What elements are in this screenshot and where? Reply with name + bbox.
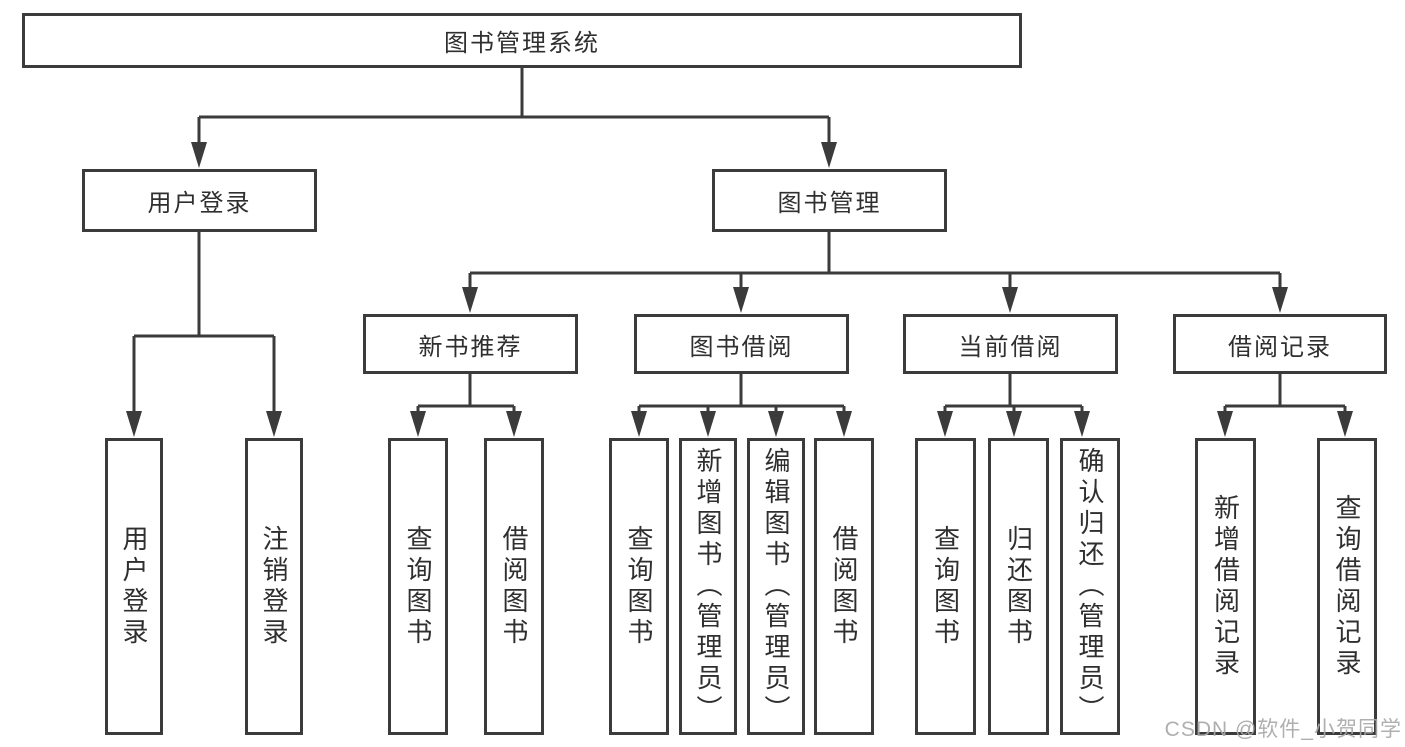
leaf-confirm-return-admin: 确认归还（管理员） <box>1060 438 1120 735</box>
node-root: 图书管理系统 <box>22 13 1022 68</box>
leaf-add-book-admin-label: 新增图书（管理员） <box>693 447 723 726</box>
arrow-down-icon <box>410 411 426 437</box>
node-borrow-records-label: 借阅记录 <box>1228 333 1332 361</box>
node-new-book-recommend: 新书推荐 <box>363 314 578 374</box>
arrow-down-icon <box>1074 411 1090 437</box>
leaf-logout: 注销登录 <box>245 438 303 735</box>
leaf-query-books-borrow: 查询图书 <box>609 438 669 735</box>
arrow-down-icon <box>1217 411 1233 437</box>
leaf-add-borrow-record-label: 新增借阅记录 <box>1210 493 1241 680</box>
arrow-down-icon <box>631 411 647 437</box>
leaf-confirm-return-admin-label: 确认归还（管理员） <box>1075 447 1105 726</box>
leaf-borrow-books-recommend-label: 借阅图书 <box>499 524 529 649</box>
node-root-label: 图书管理系统 <box>444 30 600 57</box>
arrow-down-icon <box>1006 411 1022 437</box>
node-user-login: 用户登录 <box>82 169 317 232</box>
arrow-down-icon <box>700 411 716 437</box>
node-new-book-recommend-label: 新书推荐 <box>418 333 523 361</box>
leaf-query-borrow-record-label: 查询借阅记录 <box>1332 493 1362 680</box>
arrow-down-icon <box>937 411 953 437</box>
node-book-management-label: 图书管理 <box>777 190 882 217</box>
arrow-down-icon <box>266 411 282 437</box>
arrow-down-icon <box>733 287 749 313</box>
leaf-return-book: 归还图书 <box>988 438 1049 735</box>
leaf-user-login-label: 用户登录 <box>119 524 149 649</box>
leaf-query-books-recommend: 查询图书 <box>388 438 448 735</box>
leaf-query-books-borrow-label: 查询图书 <box>624 524 654 649</box>
leaf-return-book-label: 归还图书 <box>1003 524 1034 649</box>
node-book-borrow: 图书借阅 <box>634 314 849 374</box>
node-current-borrow-label: 当前借阅 <box>958 333 1063 361</box>
node-user-login-label: 用户登录 <box>147 190 252 217</box>
arrow-down-icon <box>1272 287 1288 313</box>
arrow-down-icon <box>191 142 207 168</box>
node-borrow-records: 借阅记录 <box>1173 314 1387 374</box>
leaf-borrow-books: 借阅图书 <box>814 438 874 735</box>
node-book-management: 图书管理 <box>712 169 947 232</box>
arrow-down-icon <box>462 287 478 313</box>
arrow-down-icon <box>768 411 784 437</box>
leaf-query-books-current-label: 查询图书 <box>930 524 961 649</box>
leaf-borrow-books-label: 借阅图书 <box>829 524 859 649</box>
leaf-user-login: 用户登录 <box>105 438 163 735</box>
arrow-down-icon <box>836 411 852 437</box>
leaf-add-borrow-record: 新增借阅记录 <box>1195 438 1256 735</box>
arrow-down-icon <box>506 411 522 437</box>
leaf-borrow-books-recommend: 借阅图书 <box>484 438 544 735</box>
arrow-down-icon <box>1002 287 1018 313</box>
node-book-borrow-label: 图书借阅 <box>689 333 794 361</box>
arrow-down-icon <box>1337 411 1353 437</box>
node-current-borrow: 当前借阅 <box>903 314 1118 374</box>
leaf-edit-book-admin-label: 编辑图书（管理员） <box>761 447 791 726</box>
arrow-down-icon <box>126 411 142 437</box>
leaf-logout-label: 注销登录 <box>259 524 289 649</box>
leaf-add-book-admin: 新增图书（管理员） <box>679 438 737 735</box>
watermark-text: CSDN @软件_小贺同学 <box>1164 718 1402 741</box>
leaf-query-books-recommend-label: 查询图书 <box>403 524 433 649</box>
leaf-query-books-current: 查询图书 <box>915 438 976 735</box>
leaf-edit-book-admin: 编辑图书（管理员） <box>747 438 805 735</box>
arrow-down-icon <box>821 142 837 168</box>
leaf-query-borrow-record: 查询借阅记录 <box>1317 438 1377 735</box>
